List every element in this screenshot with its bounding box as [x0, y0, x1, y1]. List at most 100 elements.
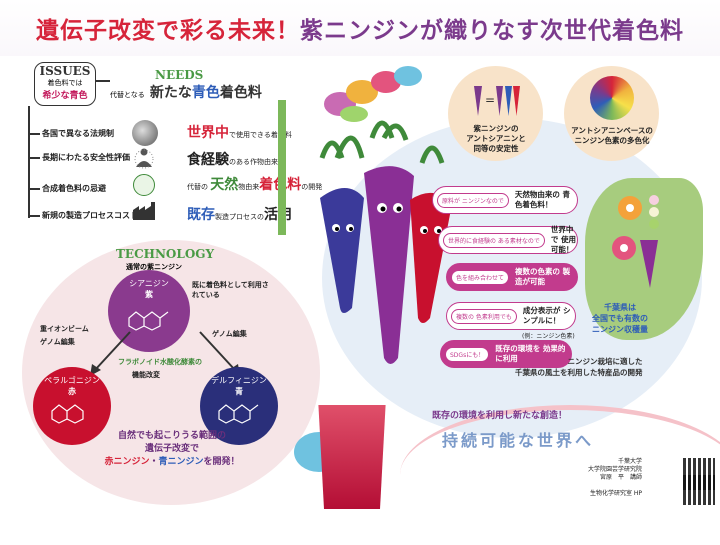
pelargonidin-structure: [51, 404, 84, 424]
need-2-big: 食経験: [187, 152, 229, 168]
delphinidin-color: 青: [235, 387, 243, 396]
stability-line-1: 紫ニンジンの: [473, 124, 519, 133]
benefit-1-value: 天然物由来の 青色着色料！: [514, 190, 571, 209]
enzyme-line-1: フラボノイド水酸化酵素の: [118, 358, 202, 366]
stability-bubble: [448, 66, 543, 161]
chiba-line-1: 千葉県は: [604, 303, 636, 312]
need-2-small: のある作物由来: [229, 158, 278, 166]
delphinidin-circle: デルフィニジン 青: [200, 367, 278, 445]
branch-4: [28, 215, 40, 217]
multicolor-text: アントシアニンベースの ニンジン色素の多色化: [566, 126, 658, 146]
rainbow-decoration: [400, 405, 720, 545]
develop-text: を開発！: [203, 457, 240, 467]
issues-tree-line: [28, 106, 30, 218]
genome-right-label: ゲノム編集: [212, 330, 247, 338]
chiba-line-3: ニンジン収穫量: [592, 325, 648, 334]
pelargonidin-name: ペラルゴニジン: [44, 376, 100, 385]
pelargonidin-color: 赤: [68, 387, 76, 396]
cyanidin-color: 紫: [145, 290, 153, 299]
footer-line-3: 宮原 平 講師: [600, 474, 643, 481]
technology-heading: TECHNOLOGY: [116, 247, 215, 261]
needs-green-strip: [278, 100, 286, 235]
existing-note: 既に着色料として利用されている: [192, 281, 269, 299]
need-4-small: 製造プロセスの: [215, 213, 264, 221]
branch-3: [28, 188, 40, 190]
benefit-3-value: 複数の色素の 製造が可能: [515, 267, 571, 286]
footer-line-2: 大学院園芸学研究院: [588, 466, 643, 473]
footer-line-1: 千葉大学: [618, 458, 643, 465]
stability-text: 紫ニンジンの アントシアニンと 同等の安定性: [452, 124, 540, 154]
sustain-line-2: 持続可能な世界へ: [442, 431, 595, 450]
need-row-4: 既存製造プロセスの活用: [187, 204, 292, 224]
blue-carrot-text: 青ニンジン: [158, 457, 204, 467]
footer-credit: 千葉大学 大学院園芸学研究院 宮原 平 講師 生物化学研究室 HP: [588, 458, 642, 498]
benefit-pill-5: SDGsにも！ 既存の環境を 効果的に利用: [440, 340, 572, 368]
title-part-1: 遺伝子改変で彩る未来！: [36, 18, 300, 44]
multicolor-line-1: アントシアニンベースの: [571, 126, 653, 135]
need-1-big: 世界中: [187, 125, 229, 141]
issue-row-2: 長期にわたる安全性評価: [42, 153, 130, 162]
genome-left-label: ゲノム編集: [40, 338, 75, 346]
need-3-big: 天然: [210, 177, 239, 193]
benefit-pill-3: 色を組み合わせて 複数の色素の 製造が可能: [446, 263, 578, 291]
sep-dot: ・: [149, 457, 159, 467]
cyanidin-circle: シアニジン 紫: [108, 270, 190, 352]
issues-heading: ISSUES: [39, 64, 91, 78]
sustain-line-1: 既存の環境を利用し新たな創造！: [432, 411, 568, 421]
cyanidin-name: シアニジン: [129, 279, 169, 288]
factory-icon: [133, 202, 159, 220]
need-row-1: 世界中で使用できる着色料: [187, 122, 292, 142]
benefit-5-value: 既存の環境を 効果的に利用: [495, 344, 566, 363]
benefit-pill-2: 世界的に食経験の ある素材なので 世界中で 使用可能！: [438, 225, 578, 254]
need-row-2: 食経験のある作物由来: [187, 149, 278, 169]
benefit-5-tag: SDGsにも！: [445, 346, 490, 362]
benefit-2-value: 世界中で 使用可能！: [550, 225, 577, 254]
color-wheel-icon: [590, 76, 634, 120]
carrot-characters-image: [302, 118, 462, 378]
needs-big-a: 新たな: [149, 85, 192, 101]
cyanidin-structure: [128, 311, 169, 331]
juice-glass-image: [318, 405, 386, 509]
need-3-pre: 代替の: [187, 183, 208, 191]
needs-big-b: 青色: [191, 85, 220, 101]
chiba-caption: ニンジン栽培に適した 千葉県の風土を利用した特産品の開発: [515, 356, 643, 378]
issues-line1: 着色料では: [47, 79, 83, 87]
benefit-2-tag: 世界的に食経験の ある素材なので: [443, 232, 545, 248]
pelargonidin-circle: ペラルゴニジン 赤: [33, 367, 111, 445]
red-carrot-text: 赤ニンジン: [104, 457, 150, 467]
chiba-caption-1: ニンジン栽培に適した: [567, 357, 643, 366]
footer-line-5: 生物化学研究室 HP: [589, 490, 643, 497]
multicolor-line-2: ニンジン色素の多色化: [574, 136, 650, 145]
technology-sub: 通常の紫ニンジン: [126, 263, 182, 271]
benefit-1-tag: 原料が ニンジンなので: [437, 192, 509, 208]
enzyme-line-2: 機能改変: [132, 371, 160, 379]
issues-box: ISSUES 着色料では 希少な青色: [34, 62, 96, 106]
sweets-image: [610, 190, 664, 290]
need-3-small2: の開発: [301, 183, 323, 191]
globe-icon: [132, 120, 158, 146]
needs-small: 代替となる: [110, 91, 145, 99]
needs-heading: NEEDS: [155, 68, 204, 82]
need-1-small: で使用できる着色料: [229, 131, 292, 139]
needs-box: NEEDS 代替となる 新たな青色着色料: [110, 68, 275, 108]
needs-big-c: 着色料: [219, 85, 262, 101]
tech-summary-3: 赤ニンジン・青ニンジンを開発！: [62, 456, 282, 469]
benefit-pill-4: 複数の 色素利用でも 成分表示が シンプルに！: [446, 302, 576, 330]
tech-summary-1: 自然でも起こりうる範囲の: [117, 431, 226, 441]
qr-code-2[interactable]: [683, 475, 715, 505]
branch-2: [28, 157, 40, 159]
issue-row-4: 新規の製造プロセスコスト: [42, 211, 138, 220]
svg-text:=: =: [485, 93, 495, 107]
stability-line-2: アントシアニンと: [466, 134, 526, 143]
stability-line-3: 同等の安定性: [473, 144, 519, 153]
delphinidin-structure: [218, 404, 259, 424]
macarons-image: [322, 52, 432, 122]
chiba-caption-2: 千葉県の風土を利用した特産品の開発: [515, 368, 643, 377]
technology-summary: 自然でも起こりうる範囲の 遺伝子改変で 赤ニンジン・青ニンジンを開発！: [62, 430, 282, 469]
issues-line2: 希少な青色: [42, 91, 88, 101]
need-3-small: 物由来: [238, 183, 260, 191]
natural-leaf-icon: [133, 174, 155, 196]
carrot-equality-icon: =: [470, 82, 520, 118]
chiba-line-2: 全国でも有数の: [592, 314, 648, 323]
branch-1: [28, 133, 40, 135]
